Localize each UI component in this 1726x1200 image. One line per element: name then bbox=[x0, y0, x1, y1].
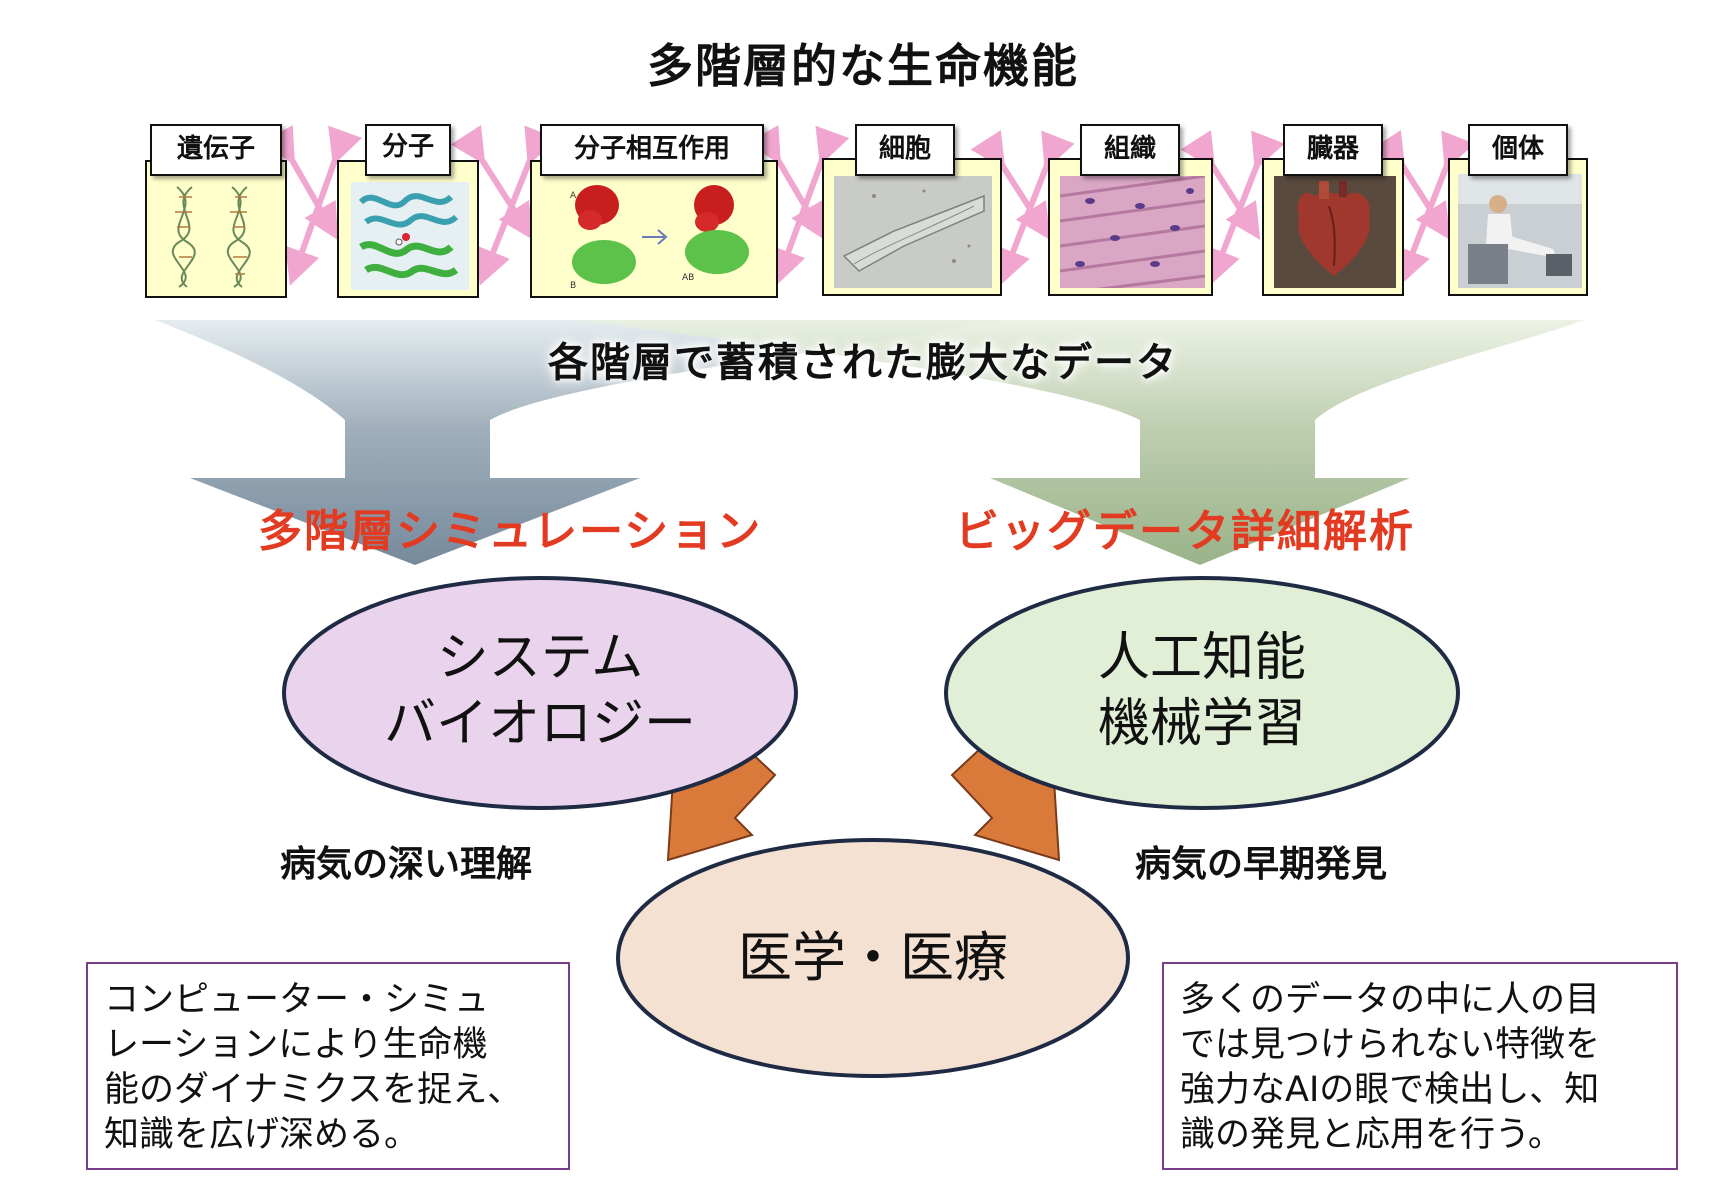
simulation-description-box: コンピューター・シミュ レーションにより生命機 能のダイナミクスを捉え、 知識を… bbox=[86, 962, 570, 1170]
level-label-individual: 個体 bbox=[1468, 124, 1568, 176]
ai-line: 人工知能 bbox=[1097, 628, 1306, 688]
ai-description-line: 強力なAIの眼で検出し、知 bbox=[1180, 1070, 1600, 1110]
page-title: 多階層的な生命機能 bbox=[647, 39, 1079, 93]
ai-description-line: 識の発見と応用を行う。 bbox=[1180, 1115, 1563, 1155]
level-panel-organ bbox=[1262, 158, 1404, 296]
level-label-organ: 臓器 bbox=[1283, 124, 1383, 176]
ai-ml-ellipse bbox=[944, 576, 1460, 810]
tissue-histology-image bbox=[1060, 176, 1205, 288]
binding-label-a: A bbox=[570, 191, 577, 201]
deep-understanding-caption: 病気の深い理解 bbox=[280, 844, 533, 885]
level-label-tissue: 組織 bbox=[1080, 124, 1180, 176]
data-accumulation-caption: 各階層で蓄積された膨大なデータ bbox=[548, 340, 1178, 386]
big-data-analysis-title: ビッグデータ詳細解析 bbox=[955, 506, 1415, 557]
simulation-description-line: 知識を広げ深める。 bbox=[104, 1115, 420, 1155]
ai-description-box: 多くのデータの中に人の目 では見つけられない特徴を 強力なAIの眼で検出し、知 … bbox=[1162, 962, 1678, 1170]
level-panel-cell bbox=[822, 158, 1002, 296]
level-panel-individual bbox=[1448, 158, 1588, 296]
binding-label-ab: AB bbox=[682, 273, 694, 283]
early-detection-caption: 病気の早期発見 bbox=[1135, 844, 1388, 885]
level-panel-molecule bbox=[337, 160, 479, 298]
level-panel-gene bbox=[145, 160, 287, 298]
medicine-ellipse bbox=[616, 838, 1130, 1078]
right-data-funnel bbox=[580, 320, 1585, 565]
ai-ml-label: 人工知能 機械学習 bbox=[962, 625, 1442, 757]
level-label-cell: 細胞 bbox=[855, 124, 955, 176]
medicine-label: 医学・医療 bbox=[738, 926, 1008, 989]
level-label-gene: 遺伝子 bbox=[150, 124, 282, 176]
simulation-description-line: レーションにより生命機 bbox=[104, 1025, 488, 1065]
systems-biology-line2: バイオロジー bbox=[383, 694, 696, 754]
simulation-description-line: コンピューター・シミュ bbox=[104, 980, 490, 1020]
systems-biology-ellipse bbox=[282, 576, 798, 810]
left-data-funnel bbox=[155, 320, 1000, 565]
systems-biology-line1: システム bbox=[436, 628, 644, 688]
systems-biology-label: システム バイオロジー bbox=[300, 625, 780, 757]
level-connector-arrows bbox=[261, 125, 1475, 286]
level-panel-tissue bbox=[1048, 158, 1213, 296]
ml-line: 機械学習 bbox=[1097, 694, 1306, 754]
binding-label-b: B bbox=[570, 281, 576, 291]
level-label-molecular-interaction: 分子相互作用 bbox=[540, 124, 764, 176]
ai-description-line: 多くのデータの中に人の目 bbox=[1180, 980, 1601, 1020]
protein-structure-image bbox=[351, 182, 469, 290]
heart-organ-image bbox=[1274, 176, 1396, 288]
dna-double-helix-image bbox=[157, 182, 277, 290]
level-label-molecule: 分子 bbox=[365, 124, 451, 176]
cell-micrograph-image bbox=[834, 176, 992, 288]
protein-binding-image: A B AB bbox=[542, 180, 770, 292]
multiscale-simulation-title: 多階層シミュレーション bbox=[258, 506, 763, 557]
human-exercise-image bbox=[1458, 174, 1582, 288]
simulation-description-line: 能のダイナミクスを捉え、 bbox=[104, 1070, 523, 1110]
level-panel-molecular-interaction: A B AB bbox=[530, 160, 778, 298]
ai-description-line: では見つけられない特徴を bbox=[1180, 1025, 1601, 1065]
